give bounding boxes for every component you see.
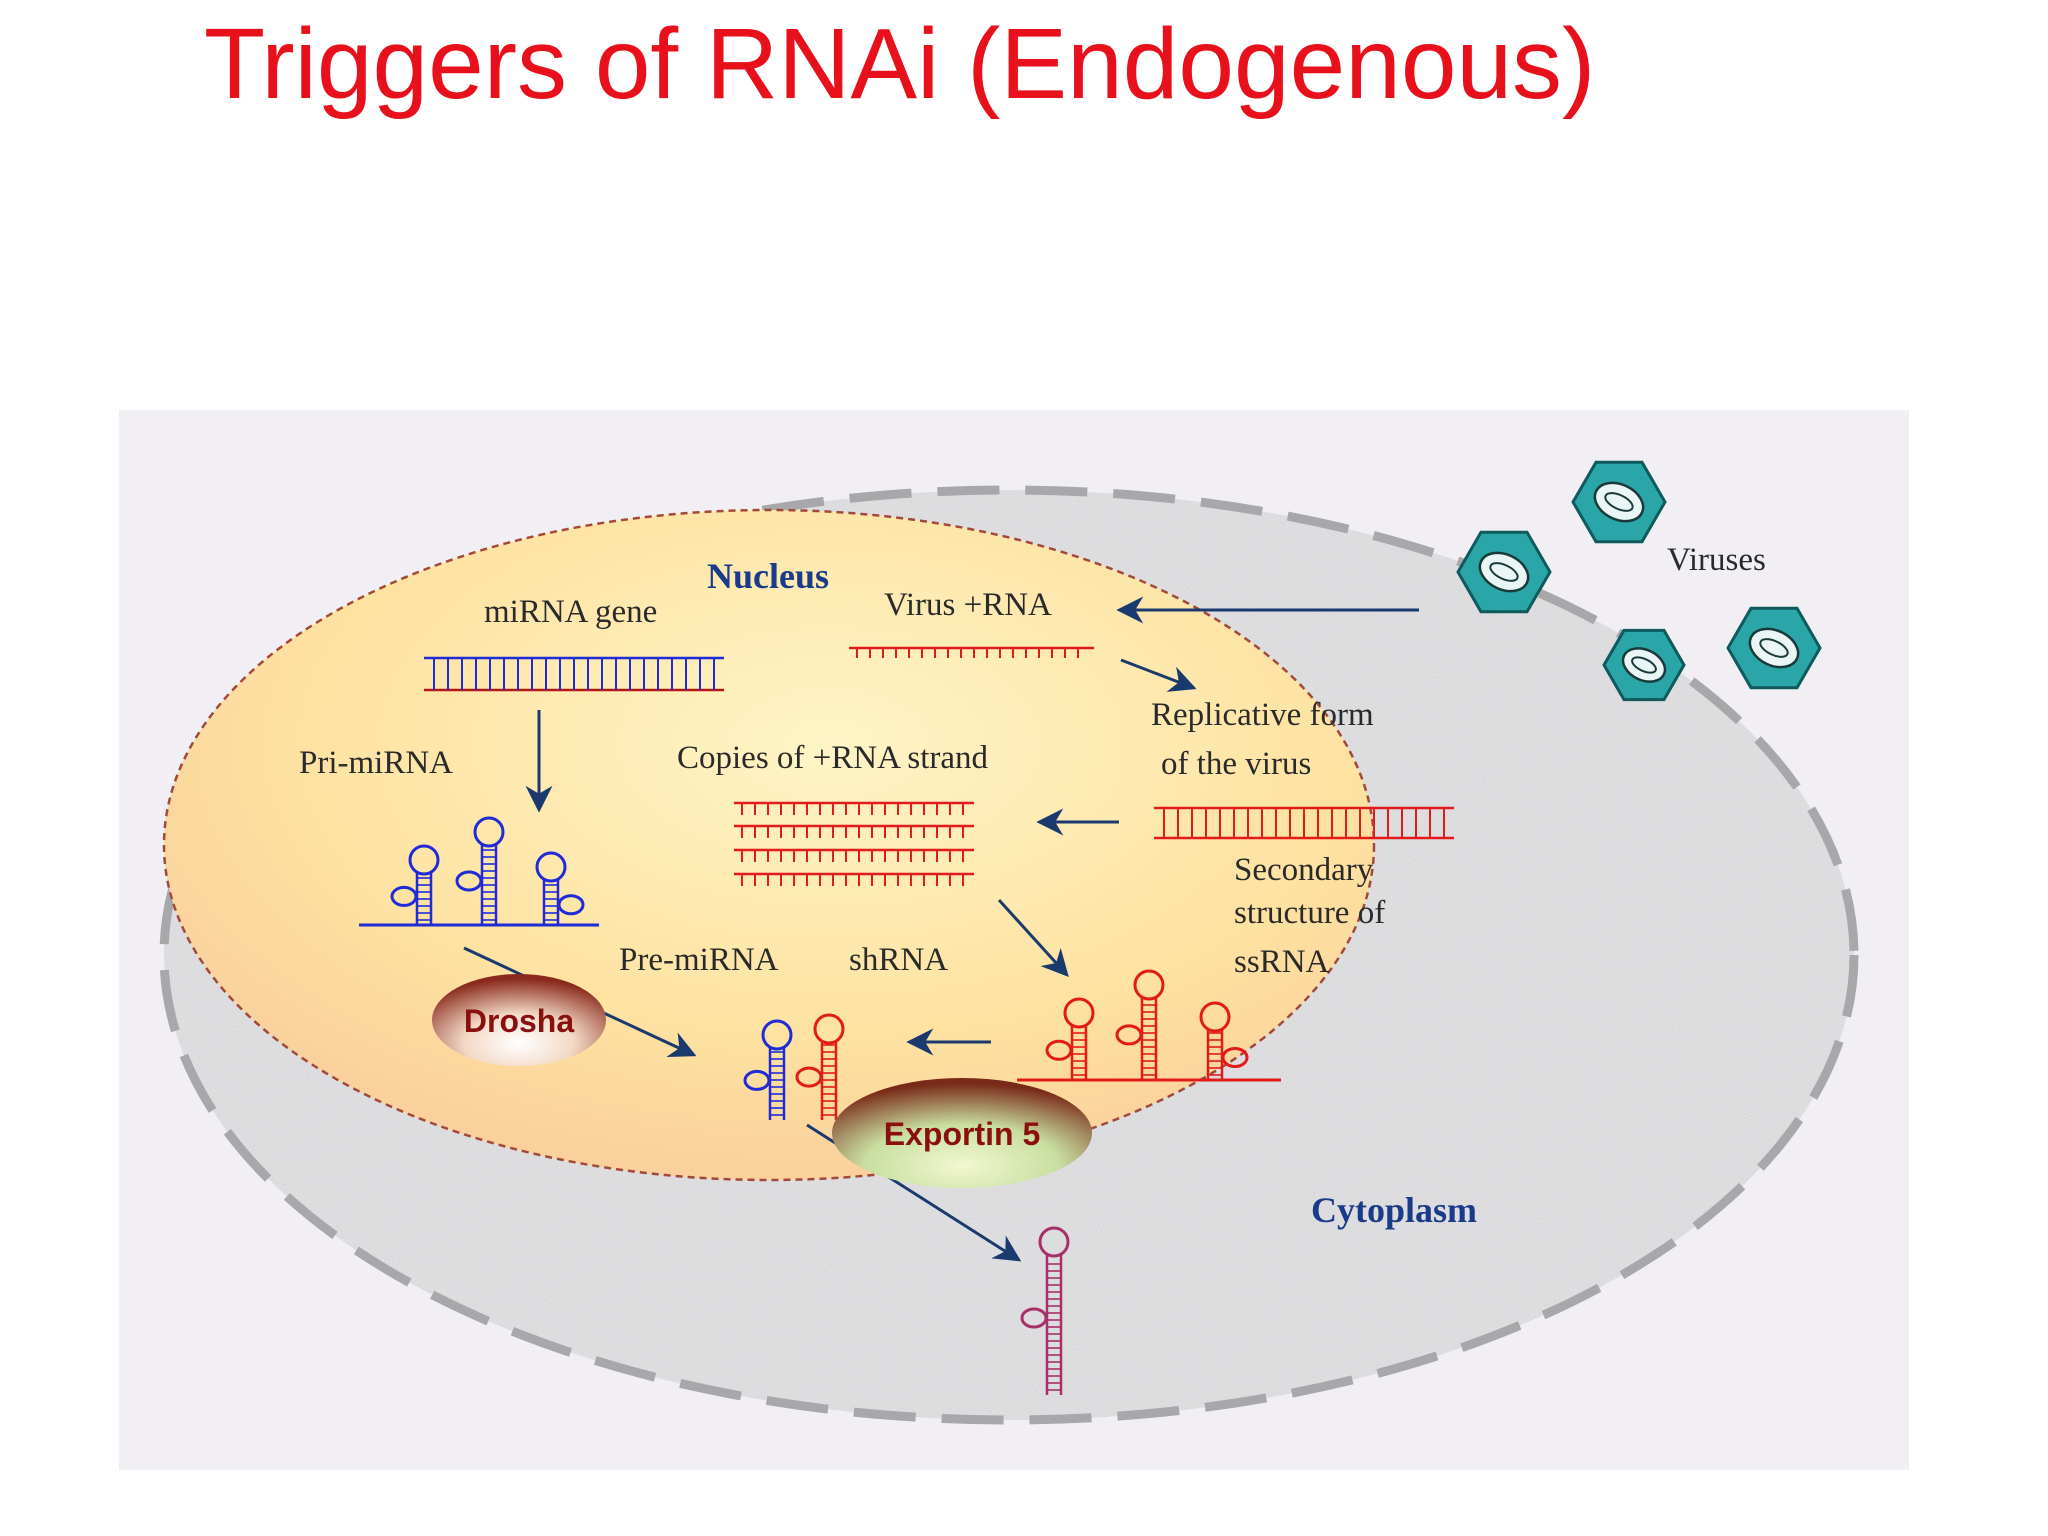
viral-hairpin-1 <box>1045 997 1095 1080</box>
shrna-hairpin <box>795 1013 845 1120</box>
virus-rna-label: Virus +RNA <box>884 587 1052 623</box>
rnai-pathway-diagram: Nucleus Cytoplasm miRNA gene Virus +RNA … <box>119 410 1909 1470</box>
slide-title: Triggers of RNAi (Endogenous) <box>204 8 1596 120</box>
arrow-copies-to-secondary <box>997 898 1069 978</box>
virus-particles <box>1456 460 1822 702</box>
mirna-gene-label: miRNA gene <box>484 594 657 630</box>
pre-mirna-label: Pre-miRNA <box>619 942 779 978</box>
nucleus-label: Nucleus <box>707 556 829 596</box>
exportin-5-label: Exportin 5 <box>884 1116 1040 1152</box>
viruses-label: Viruses <box>1667 542 1766 578</box>
rna-copies-strands <box>734 801 974 886</box>
replicative-form-strand <box>1154 806 1454 840</box>
mature-mirna-hairpin <box>1020 1226 1070 1395</box>
secondary-structure-label-1: Secondary <box>1234 852 1374 888</box>
pre-mirna-hairpin <box>743 1019 793 1120</box>
copies-strand-label: Copies of +RNA strand <box>677 740 989 776</box>
secondary-structure-label-3: ssRNA <box>1234 944 1330 980</box>
virus-particle-2 <box>1456 530 1552 614</box>
arrow-to-replicative <box>1120 658 1197 692</box>
drosha-label: Drosha <box>464 1003 574 1039</box>
cell-membrane <box>159 485 1859 1425</box>
pri-mirna-hairpin-3 <box>535 851 585 925</box>
pri-mirna-label: Pri-miRNA <box>299 745 453 781</box>
pri-mirna-hairpin-1 <box>390 844 440 925</box>
drosha-enzyme: Drosha <box>432 974 606 1066</box>
mature-mirna-stem <box>1020 1226 1070 1395</box>
pri-mirna-hairpins <box>359 816 599 927</box>
shrna-stem <box>795 1013 845 1120</box>
shrna-label: shRNA <box>849 942 948 978</box>
viral-hairpin-3 <box>1199 1001 1249 1080</box>
exportin-5-protein: Exportin 5 <box>832 1078 1092 1188</box>
viral-ssrna-hairpins <box>1017 969 1281 1082</box>
viral-hairpin-2 <box>1115 969 1165 1080</box>
mirna-gene-strand <box>424 656 724 692</box>
pri-mirna-hairpin-2 <box>455 816 505 925</box>
virus-particle-4 <box>1726 606 1822 690</box>
virus-particle-3 <box>1602 628 1686 702</box>
virus-rna-strand <box>849 646 1094 658</box>
secondary-structure-label-2: structure of <box>1234 895 1385 931</box>
cytoplasm-label: Cytoplasm <box>1311 1190 1477 1230</box>
virus-particle-1 <box>1571 460 1667 544</box>
replicative-form-label-1: Replicative form <box>1151 697 1374 733</box>
replicative-form-label-2: of the virus <box>1161 746 1311 782</box>
pre-mirna-stem <box>743 1019 793 1120</box>
